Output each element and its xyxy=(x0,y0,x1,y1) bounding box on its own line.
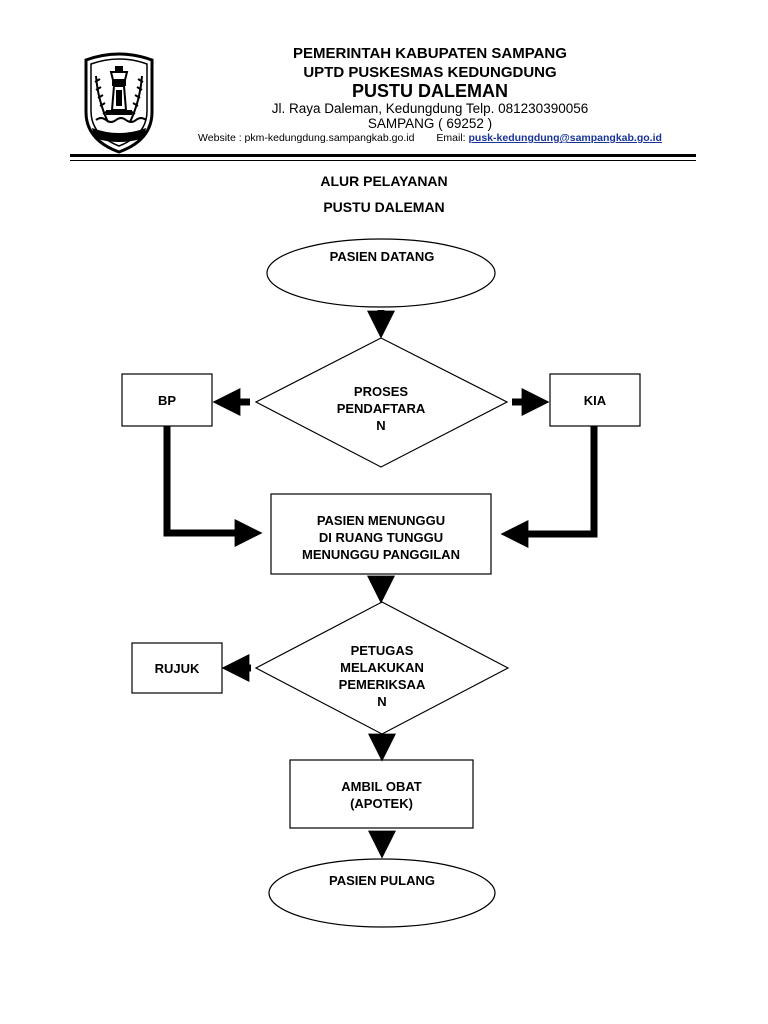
header-unit-name: PUSTU DALEMAN xyxy=(352,81,508,101)
pharmacy-box xyxy=(289,759,474,829)
header-government-name: PEMERINTAH KABUPATEN SAMPANG xyxy=(293,45,567,62)
header-divider-thick xyxy=(70,154,696,157)
arrow-bp-to-waiting xyxy=(163,426,263,547)
header-address: Jl. Raya Daleman, Kedungdung Telp. 08123… xyxy=(271,101,589,116)
bp-label: BP xyxy=(157,393,177,408)
header-city: SAMPANG ( 69252 ) xyxy=(367,116,493,131)
document-title: ALUR PELAYANAN xyxy=(320,173,448,189)
registration-decision xyxy=(254,337,509,468)
end-ellipse xyxy=(268,858,496,928)
kia-label: KIA xyxy=(583,393,607,408)
waiting-label: PASIEN MENUNGGU DI RUANG TUNGGU MENUNGGU… xyxy=(302,513,460,562)
header-health-center-name: UPTD PUSKESMAS KEDUNGDUNG xyxy=(303,64,557,81)
exam-label: PETUGAS MELAKUKAN PEMERIKSAA N xyxy=(338,643,426,709)
email-link[interactable]: pusk-kedungdung@sampangkab.go.id xyxy=(468,132,662,144)
start-ellipse xyxy=(266,238,496,308)
registration-label: PROSES PENDAFTARA N xyxy=(336,384,426,433)
website-text: Website : pkm-kedungdung.sampangkab.go.i… xyxy=(198,132,415,144)
start-label: PASIEN DATANG xyxy=(329,249,435,264)
arrow-kia-to-waiting xyxy=(500,426,598,548)
regency-emblem-logo xyxy=(84,52,154,154)
pharmacy-label: AMBIL OBAT (APOTEK) xyxy=(341,779,422,811)
end-label: PASIEN PULANG xyxy=(329,873,435,888)
header-divider-thin xyxy=(70,160,696,161)
header-contact-line: Website : pkm-kedungdung.sampangkab.go.i… xyxy=(175,132,685,144)
referral-box xyxy=(131,642,223,694)
waiting-box xyxy=(270,493,492,575)
referral-label: RUJUK xyxy=(154,661,200,676)
document-subtitle: PUSTU DALEMAN xyxy=(323,199,445,215)
email-label: Email: xyxy=(436,132,466,144)
